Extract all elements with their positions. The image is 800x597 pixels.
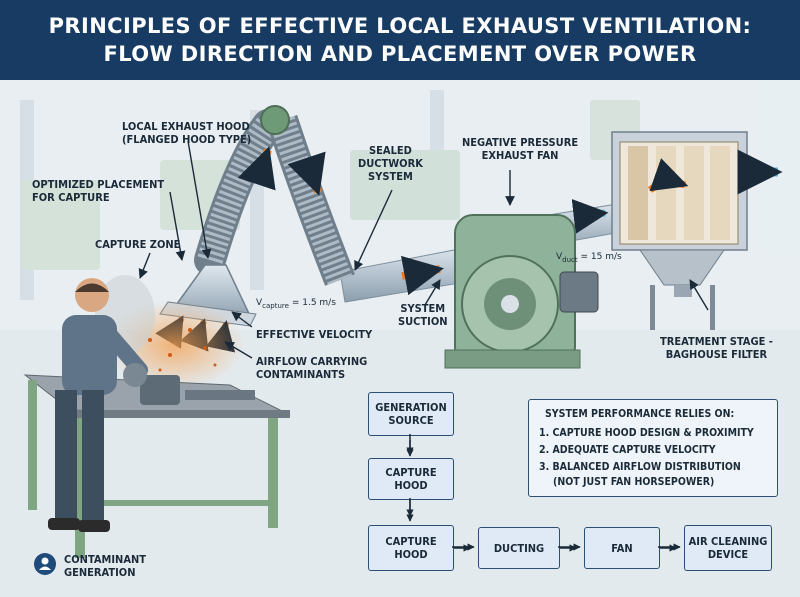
worker-figure — [48, 278, 148, 532]
label-line: DUCTWORK — [358, 157, 423, 170]
performance-item: 1. CAPTURE HOOD DESIGN & PROXIMITY — [539, 427, 754, 439]
label-negative-pressure-fan: NEGATIVE PRESSURE EXHAUST FAN — [462, 136, 578, 162]
box-line: DEVICE — [707, 548, 749, 561]
performance-heading: SYSTEM PERFORMANCE RELIES ON: — [545, 408, 735, 420]
box-line: AIR CLEANING — [688, 535, 768, 548]
illustration-scene: LOCAL EXHAUST HOOD (FLANGED HOOD TYPE) O… — [0, 80, 800, 597]
flexible-hood-arm — [194, 105, 355, 286]
box-line: HOOD — [394, 548, 428, 561]
label-line: NEGATIVE PRESSURE — [462, 136, 579, 149]
label-system-suction: SYSTEM SUCTION — [398, 302, 448, 328]
label-line: (FLANGED HOOD TYPE) — [122, 133, 252, 146]
label-line: SUCTION — [398, 315, 448, 328]
velocity-value: = 1.5 m/s — [291, 298, 336, 308]
worker-silhouette-icon — [39, 557, 51, 570]
velocity-subscript: duct — [562, 255, 578, 264]
duct-velocity-readout: Vduct = 15 m/s — [556, 252, 622, 264]
label-airflow-contaminants: AIRFLOW CARRYING CONTAMINANTS — [256, 355, 367, 381]
label-line: SEALED — [369, 144, 412, 157]
label-line: AIRFLOW CARRYING — [256, 355, 368, 368]
title-banner: PRINCIPLES OF EFFECTIVE LOCAL EXHAUST VE… — [0, 0, 800, 80]
label-optimized-placement: OPTIMIZED PLACEMENT FOR CAPTURE — [32, 178, 164, 204]
label-line: FOR CAPTURE — [32, 191, 110, 204]
box-line: CAPTURE — [385, 466, 437, 479]
label-treatment-stage: TREATMENT STAGE - BAGHOUSE FILTER — [660, 335, 773, 361]
label-effective-velocity: EFFECTIVE VELOCITY — [256, 328, 373, 341]
label-line: EXHAUST FAN — [481, 149, 559, 162]
flow-box-ducting: DUCTING — [478, 527, 560, 569]
title-line-1: PRINCIPLES OF EFFECTIVE LOCAL EXHAUST VE… — [48, 14, 752, 38]
label-line: TREATMENT STAGE - — [660, 335, 773, 348]
callout-lines — [138, 140, 709, 359]
label-capture-zone: CAPTURE ZONE — [95, 238, 181, 251]
label-line: CONTAMINANTS — [256, 368, 346, 381]
velocity-subscript: capture — [262, 301, 289, 310]
velocity-symbol: V — [556, 252, 563, 262]
title-line-2: FLOW DIRECTION AND PLACEMENT OVER POWER — [103, 42, 697, 66]
performance-item: 3. BALANCED AIRFLOW DISTRIBUTION — [539, 461, 741, 473]
capture-velocity-readout: Vcapture = 1.5 m/s — [256, 298, 336, 310]
performance-item: (NOT JUST FAN HORSEPOWER) — [553, 476, 715, 488]
label-line: GENERATION — [64, 566, 136, 579]
velocity-value: = 15 m/s — [580, 252, 622, 262]
box-line: HOOD — [394, 479, 428, 492]
system-performance-panel: SYSTEM PERFORMANCE RELIES ON: 1. CAPTURE… — [528, 399, 778, 497]
label-line: CONTAMINANT — [64, 553, 147, 566]
label-line: SYSTEM — [400, 302, 446, 315]
label-line: LOCAL EXHAUST HOOD — [122, 120, 250, 133]
velocity-symbol: V — [256, 298, 263, 308]
exhaust-fan — [444, 214, 599, 369]
label-line: OPTIMIZED PLACEMENT — [32, 178, 165, 191]
contaminant-generation-icon — [34, 553, 56, 575]
baghouse-filter — [611, 131, 783, 330]
box-line: GENERATION — [375, 401, 447, 414]
flow-box-fan: FAN — [584, 527, 660, 569]
label-sealed-ductwork: SEALED DUCTWORK SYSTEM — [358, 144, 423, 183]
label-line: SYSTEM — [368, 170, 413, 183]
label-local-exhaust-hood: LOCAL EXHAUST HOOD (FLANGED HOOD TYPE) — [122, 120, 251, 146]
box-line: SOURCE — [388, 414, 434, 427]
label-contaminant-generation: CONTAMINANT GENERATION — [64, 553, 146, 579]
performance-item: 2. ADEQUATE CAPTURE VELOCITY — [539, 444, 716, 456]
box-line: CAPTURE — [385, 535, 437, 548]
label-line: BAGHOUSE FILTER — [665, 348, 768, 361]
